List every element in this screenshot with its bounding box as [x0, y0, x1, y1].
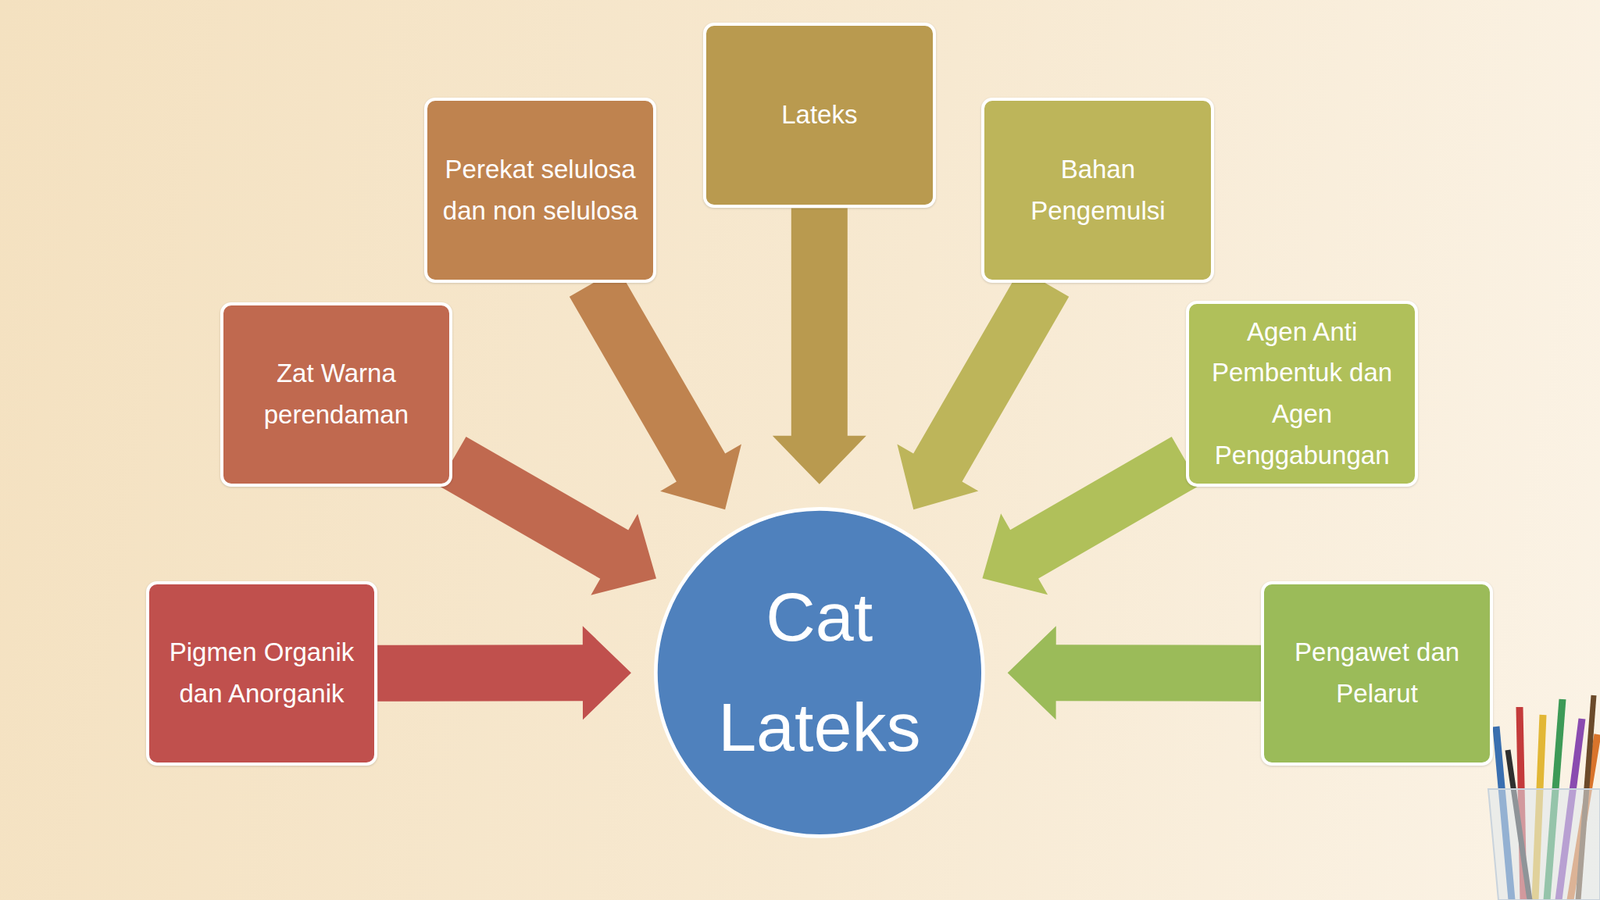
block-arrow: [438, 436, 657, 596]
block-arrow: [1007, 625, 1262, 720]
block-arrow: [896, 268, 1069, 510]
ingredient-label: Pengawet dan Pelarut: [1275, 632, 1479, 715]
circle-shape: [655, 508, 983, 836]
ingredient-box: Zat Warna perendaman: [220, 302, 452, 487]
ingredient-label: Agen Anti Pembentuk dan Agen Penggabunga…: [1204, 311, 1400, 477]
brush-cup: [1488, 695, 1600, 900]
ingredient-label: Bahan Pengemulsi: [1011, 149, 1184, 233]
ingredient-box: Pigmen Organik dan Anorganik: [146, 581, 378, 765]
block-arrow: [377, 625, 632, 720]
ingredient-label: Pigmen Organik dan Anorganik: [160, 632, 364, 715]
ingredient-box: Lateks: [703, 22, 936, 209]
ingredient-box: Pengawet dan Pelarut: [1260, 581, 1493, 765]
product-label: Cat Lateks: [702, 562, 937, 783]
ingredient-label: Zat Warna perendaman: [234, 353, 438, 436]
product-circle: Cat Lateks: [653, 506, 986, 840]
cup: [1488, 789, 1600, 900]
circle-outline: [653, 506, 986, 840]
ingredient-box: Bahan Pengemulsi: [981, 97, 1215, 283]
ingredient-box: Perekat selulosa dan non selulosa: [424, 97, 656, 283]
ingredient-label: Lateks: [781, 94, 858, 136]
block-arrow: [982, 436, 1200, 595]
ingredient-label: Perekat selulosa dan non selulosa: [439, 149, 643, 233]
block-arrow: [772, 207, 867, 484]
block-arrow: [569, 268, 742, 510]
ingredient-box: Agen Anti Pembentuk dan Agen Penggabunga…: [1185, 300, 1419, 487]
